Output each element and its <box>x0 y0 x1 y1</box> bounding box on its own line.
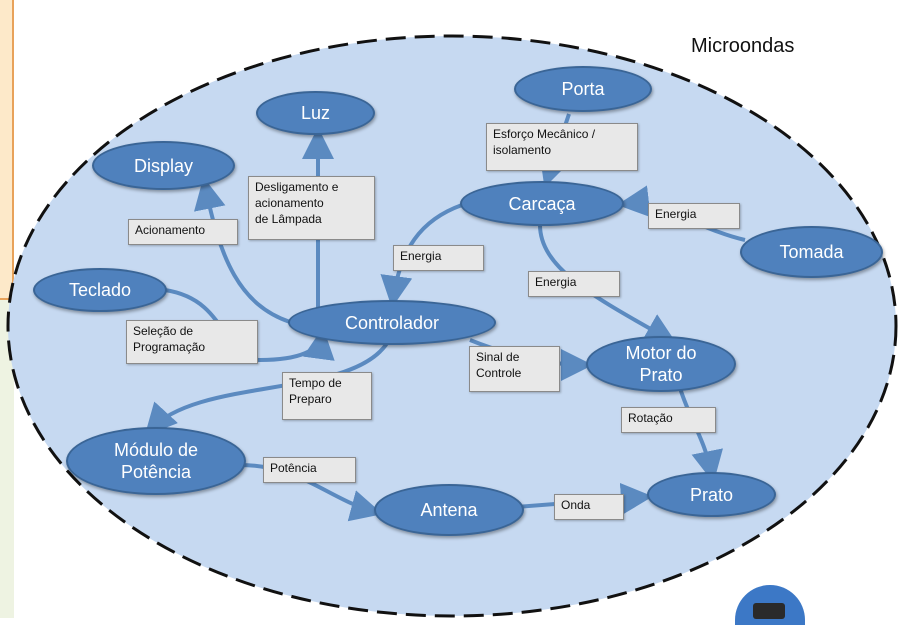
arrow-carcaca-controlador <box>380 203 463 308</box>
label-sinal-de-controle: Sinal de Controle <box>469 346 560 392</box>
label-selecao-programacao: Seleção de Programação <box>126 320 258 364</box>
node-modulo-de-potencia: Módulo de Potência <box>66 427 246 495</box>
label-desligamento-lampada: Desligamento e acionamento de Lâmpada <box>248 176 375 240</box>
node-motor-do-prato: Motor do Prato <box>586 336 736 392</box>
label-energia-motor: Energia <box>528 271 620 297</box>
label-rotacao: Rotação <box>621 407 716 433</box>
node-luz: Luz <box>256 91 375 135</box>
label-onda: Onda <box>554 494 624 520</box>
label-acionamento: Acionamento <box>128 219 238 245</box>
left-note-box <box>0 0 14 300</box>
label-potencia: Potência <box>263 457 356 483</box>
label-energia-tomada: Energia <box>648 203 740 229</box>
arrow-controlador-display <box>194 177 291 324</box>
node-antena: Antena <box>374 484 524 536</box>
node-porta: Porta <box>514 66 652 112</box>
diagram-title: Microondas <box>691 35 795 57</box>
arrow-modulo-antena <box>239 463 383 522</box>
node-carcaca: Carcaça <box>460 181 624 226</box>
node-teclado: Teclado <box>33 268 167 312</box>
label-tempo-de-preparo: Tempo de Preparo <box>282 372 372 420</box>
label-energia-controlador: Energia <box>393 245 484 271</box>
arrow-controlador-modulo <box>144 337 392 436</box>
label-esforco-mecanico: Esforço Mecânico / isolamento <box>486 123 638 171</box>
node-prato: Prato <box>647 472 776 517</box>
node-controlador: Controlador <box>288 300 496 345</box>
node-tomada: Tomada <box>740 226 883 278</box>
node-display: Display <box>92 141 235 190</box>
